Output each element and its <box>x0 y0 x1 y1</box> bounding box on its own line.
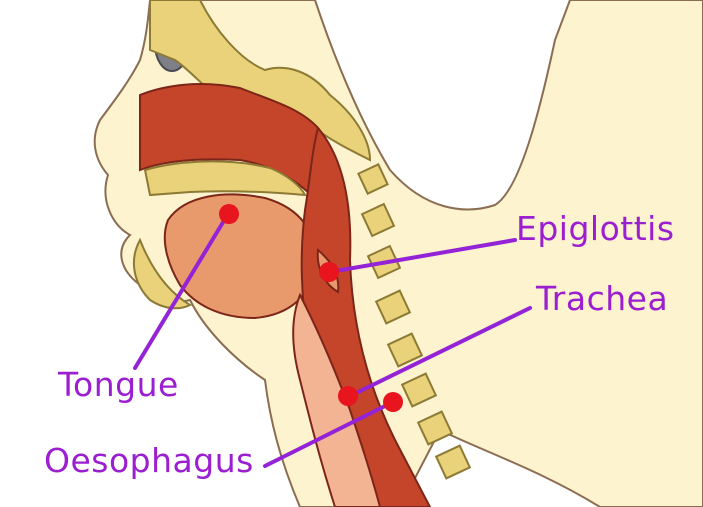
oesophagus-label: Oesophagus <box>44 444 254 477</box>
trachea-label: Trachea <box>536 282 668 315</box>
vertebra <box>436 446 470 479</box>
epiglottis-label: Epiglottis <box>516 212 675 245</box>
marker-trachea <box>338 386 358 406</box>
marker-tongue <box>219 204 239 224</box>
marker-oesophagus <box>383 392 403 412</box>
marker-epiglottis <box>319 262 339 282</box>
tongue-label: Tongue <box>58 368 179 401</box>
